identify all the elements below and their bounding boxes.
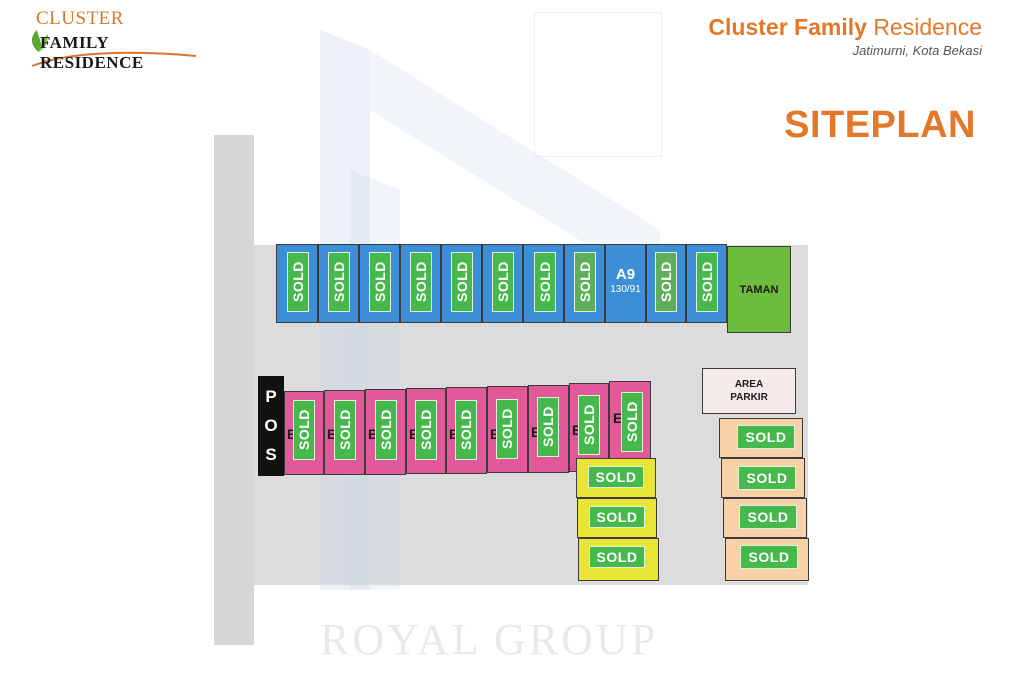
sold-badge: SOLD	[589, 546, 645, 568]
project-title: Cluster Family Residence	[708, 14, 982, 41]
parkir-line-1: AREA	[734, 379, 764, 390]
watermark-text: ROYAL GROUP	[320, 615, 659, 664]
sold-badge: SOLD	[696, 252, 718, 312]
project-title-light: Residence	[873, 14, 982, 40]
sold-badge: SOLD	[574, 252, 596, 312]
pos-letter: O	[264, 415, 278, 435]
project-title-bold: Cluster Family	[708, 14, 867, 40]
lot-code: B	[368, 426, 379, 442]
leaf-icon	[31, 30, 48, 52]
sold-badge: SOLD	[415, 400, 437, 460]
siteplan-heading: SITEPLAN	[784, 104, 976, 146]
pos-guard-post[interactable]: P O S	[258, 376, 284, 476]
project-location: Jatimurni, Kota Bekasi	[852, 43, 982, 58]
logo-line-1: CLUSTER	[36, 8, 124, 29]
swoosh-icon	[31, 51, 197, 67]
sold-badge: SOLD	[621, 392, 643, 452]
sold-badge: SOLD	[739, 505, 797, 529]
sold-badge: SOLD	[655, 252, 677, 312]
sold-badge: SOLD	[451, 252, 473, 312]
lot-code: B	[490, 426, 500, 442]
lot-code: B	[531, 424, 541, 440]
sold-badge: SOLD	[369, 252, 391, 312]
sold-badge: SOLD	[455, 400, 477, 460]
watermark-box	[534, 12, 662, 157]
sold-badge: SOLD	[375, 400, 397, 460]
sold-badge: SOLD	[492, 252, 514, 312]
main-road	[214, 135, 254, 645]
sold-badge: SOLD	[588, 466, 644, 488]
lot-a9-available[interactable]	[605, 244, 646, 323]
sold-badge: SOLD	[496, 399, 518, 459]
sold-badge: SOLD	[578, 395, 600, 455]
sold-badge: SOLD	[334, 400, 356, 460]
title-block: Cluster Family Residence Jatimurni, Kota…	[708, 14, 982, 58]
sold-badge: SOLD	[534, 252, 556, 312]
sold-badge: SOLD	[537, 397, 559, 457]
lot-code: B	[287, 426, 297, 442]
sold-badge: SOLD	[410, 252, 432, 312]
sold-badge: SOLD	[737, 425, 795, 449]
parkir-line-2: PARKIR	[730, 392, 768, 403]
logo-line-2: FAMILY RESIDENCE	[40, 33, 144, 72]
sold-badge: SOLD	[287, 252, 309, 312]
lot-code: B	[327, 426, 338, 442]
lot-code: B	[572, 422, 582, 438]
sold-badge: SOLD	[293, 400, 315, 460]
pos-letter: S	[265, 445, 277, 465]
area-parkir[interactable]: AREA PARKIR	[702, 368, 796, 414]
lot-a9-size: 130/91	[610, 284, 641, 295]
sold-badge: SOLD	[589, 506, 645, 528]
lot-code: E	[613, 410, 623, 426]
brand-logo: CLUSTER FAMILY RESIDENCE	[28, 8, 200, 72]
lot-code: B	[409, 426, 419, 442]
taman-park[interactable]: TAMAN	[727, 246, 791, 333]
sold-badge: SOLD	[740, 545, 798, 569]
pos-letter: P	[265, 386, 277, 406]
sold-badge: SOLD	[328, 252, 350, 312]
lot-a9-label: A9 130/91	[605, 266, 646, 295]
lot-code: B	[449, 426, 459, 442]
sold-badge: SOLD	[738, 466, 796, 490]
lot-a9-code: A9	[615, 266, 636, 283]
